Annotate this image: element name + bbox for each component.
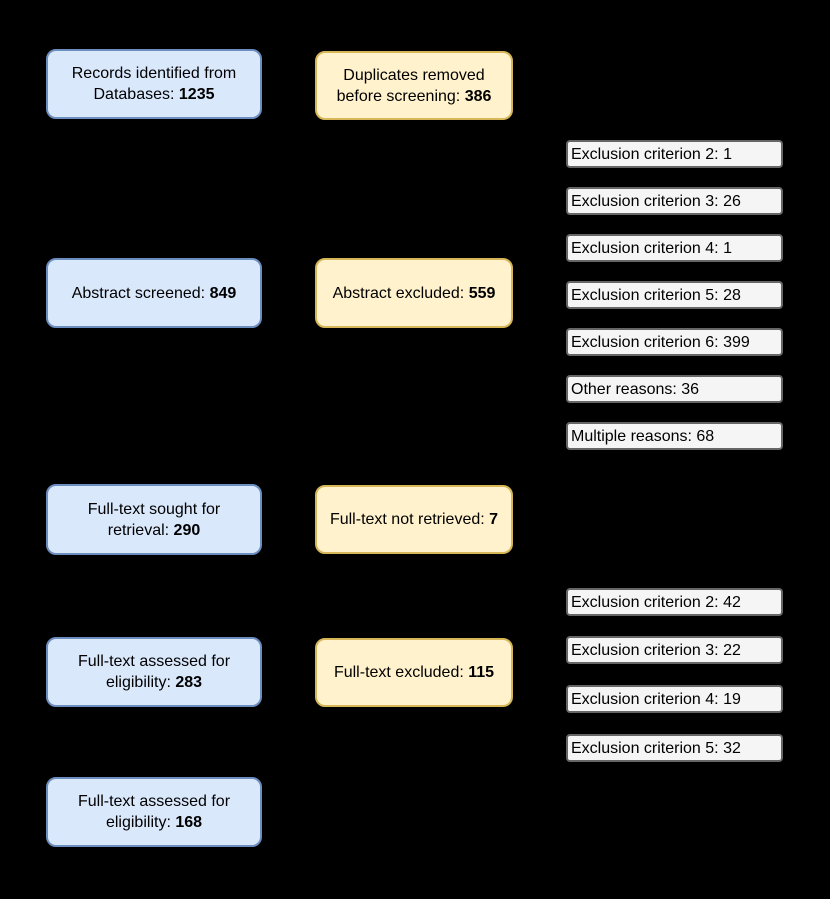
exclusion-reason-text: Exclusion criterion 3: 26 — [571, 192, 741, 210]
fulltext-assessed-box: Full-text assessed for eligibility: 283 — [46, 637, 262, 707]
fulltext-sought-count: 290 — [173, 521, 201, 539]
exclusion-reason-text: Exclusion criterion 3: 22 — [571, 641, 741, 659]
abstract-exclusion-reason-box: Exclusion criterion 6: 399 — [566, 328, 783, 356]
fulltext-exclusion-reason-box: Exclusion criterion 2: 42 — [566, 588, 783, 616]
exclusion-reason-text: Multiple reasons: 68 — [571, 427, 715, 445]
records-identified-text: Records identified from Databases: 1235 — [48, 63, 260, 105]
fulltext-sought-label: Full-text sought for retrieval: — [87, 500, 221, 539]
duplicates-removed-text: Duplicates removed before screening: 386 — [317, 65, 511, 107]
abstract-exclusion-reason-box: Exclusion criterion 2: 1 — [566, 140, 783, 168]
abstract-excluded-label: Abstract excluded: — [332, 284, 469, 302]
fulltext-included-box: Full-text assessed for eligibility: 168 — [46, 777, 262, 847]
exclusion-reason-text: Exclusion criterion 5: 32 — [571, 739, 741, 757]
records-identified-label: Records identified from Databases: — [71, 65, 237, 103]
fulltext-excluded-label: Full-text excluded: — [333, 664, 469, 681]
fulltext-assessed-text: Full-text assessed for eligibility: 283 — [48, 651, 260, 693]
exclusion-reason-text: Exclusion criterion 2: 1 — [571, 145, 732, 163]
duplicates-removed-label: Duplicates removed before screening: — [336, 66, 485, 105]
exclusion-reason-text: Other reasons: 36 — [571, 380, 700, 398]
fulltext-sought-text: Full-text sought for retrieval: 290 — [48, 499, 260, 541]
fulltext-exclusion-reason-box: Exclusion criterion 4: 19 — [566, 685, 783, 713]
records-identified-box: Records identified from Databases: 1235 — [46, 49, 262, 119]
records-identified-count: 1235 — [178, 86, 215, 103]
fulltext-included-text: Full-text assessed for eligibility: 168 — [48, 791, 260, 833]
exclusion-reason-text: Exclusion criterion 4: 1 — [571, 239, 732, 257]
fulltext-excluded-count: 115 — [468, 664, 495, 681]
abstract-exclusion-reason-box: Exclusion criterion 3: 26 — [566, 187, 783, 215]
exclusion-reason-text: Exclusion criterion 6: 399 — [571, 333, 750, 351]
abstract-exclusion-reason-box: Exclusion criterion 5: 28 — [566, 281, 783, 309]
abstract-exclusion-reason-box: Multiple reasons: 68 — [566, 422, 783, 450]
abstract-screened-box: Abstract screened: 849 — [46, 258, 262, 328]
fulltext-sought-box: Full-text sought for retrieval: 290 — [46, 484, 262, 555]
fulltext-excluded-box: Full-text excluded: 115 — [315, 638, 513, 707]
exclusion-reason-text: Exclusion criterion 4: 19 — [571, 690, 741, 708]
abstract-exclusion-reason-box: Exclusion criterion 4: 1 — [566, 234, 783, 262]
abstract-excluded-count: 559 — [468, 284, 496, 302]
fulltext-exclusion-reason-box: Exclusion criterion 3: 22 — [566, 636, 783, 664]
fulltext-included-label: Full-text assessed for eligibility: — [77, 793, 231, 831]
abstract-screened-label: Abstract screened: — [71, 284, 210, 302]
fulltext-included-count: 168 — [175, 814, 203, 831]
fulltext-not-retrieved-count: 7 — [489, 511, 499, 528]
abstract-screened-count: 849 — [209, 284, 237, 302]
fulltext-excluded-text: Full-text excluded: 115 — [317, 662, 511, 683]
abstract-screened-text: Abstract screened: 849 — [48, 283, 260, 304]
exclusion-reason-text: Exclusion criterion 5: 28 — [571, 286, 741, 304]
fulltext-not-retrieved-box: Full-text not retrieved: 7 — [315, 485, 513, 554]
abstract-excluded-text: Abstract excluded: 559 — [317, 283, 511, 304]
fulltext-assessed-count: 283 — [175, 674, 203, 691]
abstract-excluded-box: Abstract excluded: 559 — [315, 258, 513, 328]
duplicates-removed-count: 386 — [464, 87, 492, 105]
duplicates-removed-box: Duplicates removed before screening: 386 — [315, 51, 513, 120]
fulltext-not-retrieved-label: Full-text not retrieved: — [329, 511, 490, 528]
fulltext-exclusion-reason-box: Exclusion criterion 5: 32 — [566, 734, 783, 762]
fulltext-assessed-label: Full-text assessed for eligibility: — [77, 653, 231, 691]
abstract-exclusion-reason-box: Other reasons: 36 — [566, 375, 783, 403]
fulltext-not-retrieved-text: Full-text not retrieved: 7 — [317, 509, 511, 530]
exclusion-reason-text: Exclusion criterion 2: 42 — [571, 593, 741, 611]
